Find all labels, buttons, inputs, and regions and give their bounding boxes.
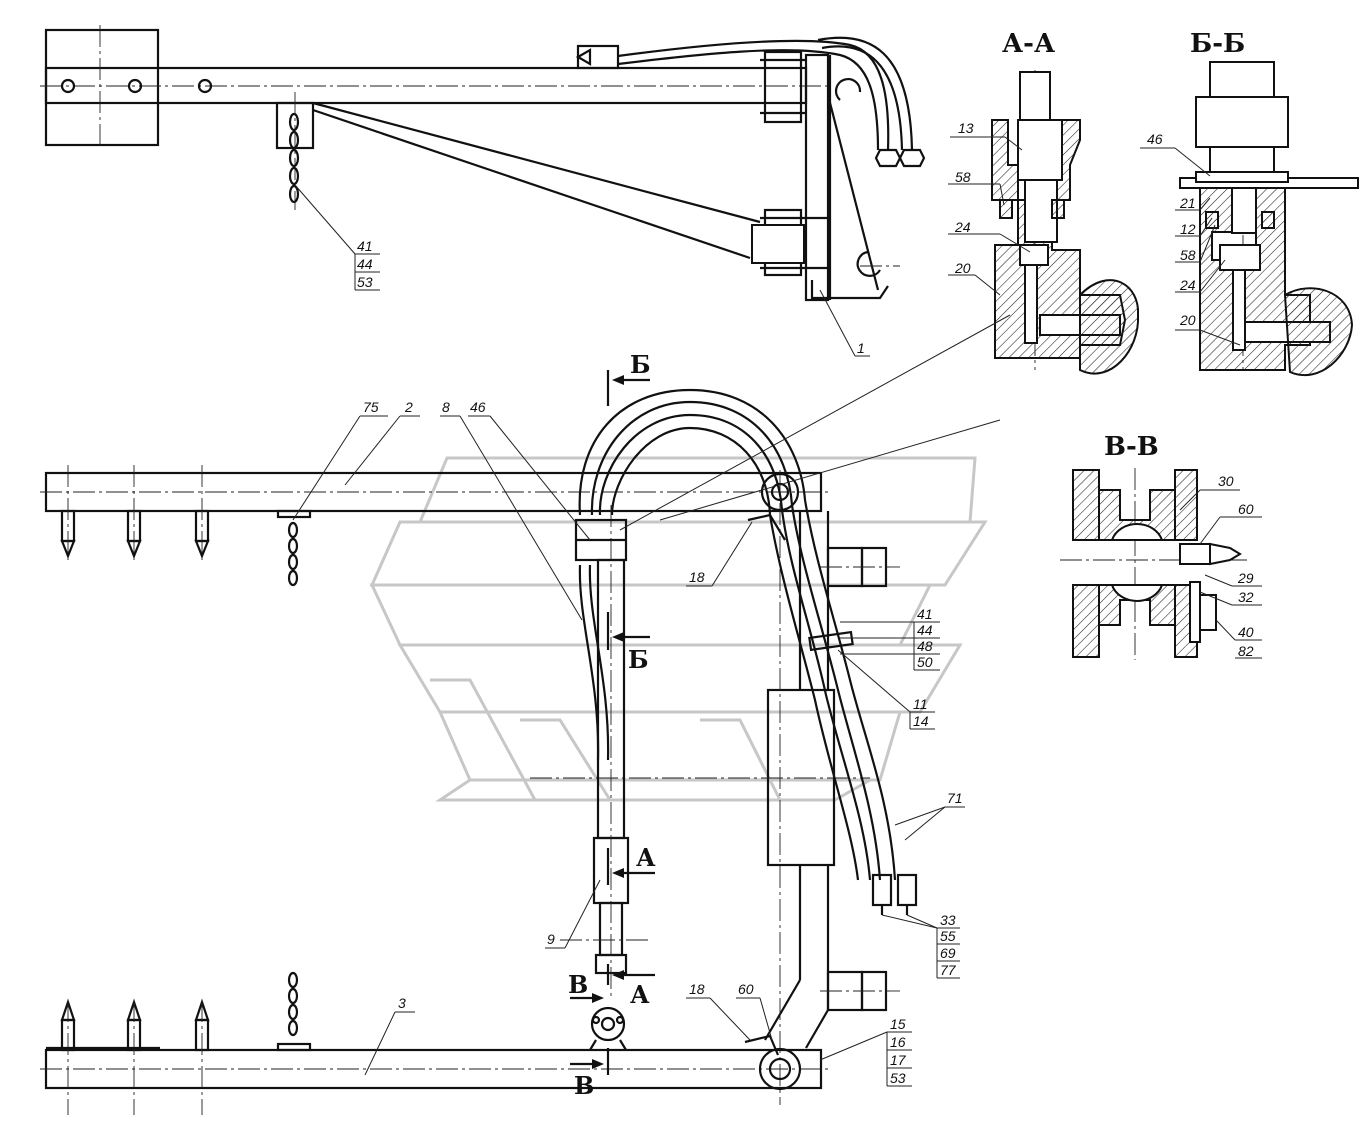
bb-label-46: 46 bbox=[1147, 131, 1163, 147]
watermark-logo bbox=[369, 456, 988, 802]
cut-label-b-mid: Б bbox=[628, 645, 649, 674]
cut-label-a-lower: А bbox=[630, 980, 650, 1009]
callout-18-top: 18 bbox=[689, 569, 705, 585]
callout-33: 33 bbox=[940, 912, 956, 928]
callout-15: 15 bbox=[890, 1016, 906, 1032]
callout-1: 1 bbox=[857, 340, 865, 356]
vv-label-32: 32 bbox=[1238, 589, 1254, 605]
section-aa-title: А-А bbox=[1002, 29, 1055, 59]
bb-label-21: 21 bbox=[1179, 195, 1196, 211]
section-bb: Б-Б 46 21 12 58 24 20 bbox=[1140, 29, 1359, 377]
callout-18-bottom: 18 bbox=[689, 981, 705, 997]
aa-label-58: 58 bbox=[955, 169, 971, 185]
chain-lower bbox=[276, 971, 312, 1052]
section-vv-title: В-В bbox=[1104, 432, 1159, 462]
cut-label-v-lower: В bbox=[574, 1071, 594, 1100]
bb-label-24: 24 bbox=[1179, 277, 1196, 293]
section-bb-title: Б-Б bbox=[1190, 29, 1245, 59]
callouts: 41 44 53 1 75 2 8 46 18 41 44 48 50 bbox=[292, 184, 965, 1087]
callout-17: 17 bbox=[890, 1052, 907, 1068]
callout-3: 3 bbox=[398, 995, 406, 1011]
cut-label-a-upper: А bbox=[636, 843, 656, 872]
callout-75: 75 bbox=[363, 399, 379, 415]
bb-label-20: 20 bbox=[1179, 312, 1196, 328]
aa-label-24: 24 bbox=[954, 219, 971, 235]
callout-16: 16 bbox=[890, 1034, 906, 1050]
callout-48-mid: 48 bbox=[917, 638, 933, 654]
callout-60-bottom: 60 bbox=[738, 981, 754, 997]
callout-46: 46 bbox=[470, 399, 486, 415]
callout-77: 77 bbox=[940, 962, 957, 978]
chain-upper bbox=[276, 509, 312, 587]
callout-41-top: 41 bbox=[357, 238, 373, 254]
cut-label-b-top: Б bbox=[630, 350, 651, 379]
callout-71: 71 bbox=[947, 790, 963, 806]
callout-44-mid: 44 bbox=[917, 622, 933, 638]
section-vv: В-В 30 60 29 32 40 82 bbox=[1060, 432, 1262, 660]
callout-55: 55 bbox=[940, 928, 956, 944]
lower-pins bbox=[46, 998, 210, 1115]
vv-label-60: 60 bbox=[1238, 501, 1254, 517]
top-view bbox=[40, 25, 926, 302]
front-view: Б Б А А В В bbox=[40, 314, 1011, 1115]
aa-label-20: 20 bbox=[954, 260, 971, 276]
callout-44-top: 44 bbox=[357, 256, 373, 272]
callout-53-top: 53 bbox=[357, 274, 373, 290]
callout-8: 8 bbox=[442, 399, 450, 415]
vv-label-30: 30 bbox=[1218, 473, 1234, 489]
aa-label-13: 13 bbox=[958, 120, 974, 136]
callout-14: 14 bbox=[913, 713, 929, 729]
vv-label-40: 40 bbox=[1238, 624, 1254, 640]
vv-label-82: 82 bbox=[1238, 643, 1254, 659]
callout-50-mid: 50 bbox=[917, 654, 933, 670]
vv-label-29: 29 bbox=[1237, 570, 1254, 586]
section-aa: А-А 13 58 24 20 bbox=[948, 29, 1140, 375]
chain-top bbox=[288, 112, 300, 204]
bb-label-12: 12 bbox=[1180, 221, 1196, 237]
callout-53-bottom: 53 bbox=[890, 1070, 906, 1086]
callout-2: 2 bbox=[404, 399, 413, 415]
callout-11: 11 bbox=[913, 696, 928, 712]
callout-69: 69 bbox=[940, 945, 956, 961]
bb-label-58: 58 bbox=[1180, 247, 1196, 263]
upper-pins bbox=[60, 465, 210, 560]
cut-label-v-upper: В bbox=[568, 970, 588, 999]
callout-9: 9 bbox=[547, 931, 555, 947]
callout-41-mid: 41 bbox=[917, 606, 933, 622]
